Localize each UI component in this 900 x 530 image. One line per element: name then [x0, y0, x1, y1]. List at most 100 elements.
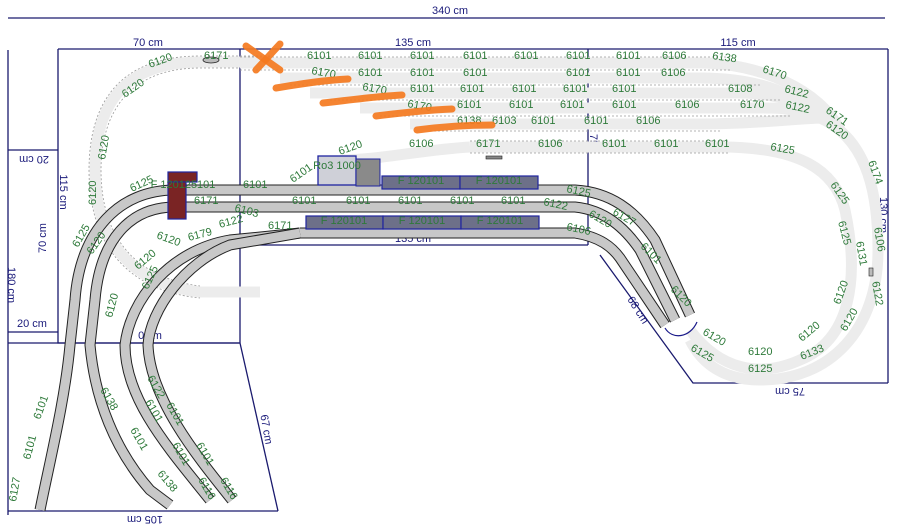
track-label: 6101 [292, 195, 316, 207]
track-label: 6101 [654, 138, 678, 150]
track-label: 6101 [560, 99, 584, 111]
track-label: 6101 [288, 162, 315, 186]
platform-label-4: F 120101 [399, 215, 445, 227]
track-label: 6122 [784, 99, 810, 116]
track-label: 6106 [871, 226, 887, 252]
track-label: 6108 [728, 83, 752, 95]
station-building [317, 155, 357, 186]
track-label: 6101 [358, 67, 382, 79]
strike-line-3 [372, 105, 456, 120]
track-label: 6101 [457, 99, 481, 111]
strike-line-4 [413, 121, 496, 134]
upper-row-1 [240, 57, 845, 133]
dim-left-115: 115 cm [57, 174, 69, 209]
track-label: 6106 [538, 138, 562, 150]
track-label: 6120 [96, 134, 112, 160]
track-label: 6101 [450, 195, 474, 207]
cross-stroke-2 [252, 40, 284, 74]
track-label: 6101 [612, 99, 636, 111]
track-label: 6101 [410, 67, 434, 79]
track-label: 6120 [155, 230, 182, 250]
track-label: 6171 [476, 138, 500, 150]
track-label: 6170 [740, 99, 764, 111]
track-label: 6101 [243, 179, 267, 191]
track-label: 6120 [748, 346, 772, 358]
strike-line-2 [319, 91, 406, 107]
upper-left-loop-edge-inner [100, 67, 270, 287]
dim-diagonal-67: 67 cm [257, 414, 274, 446]
track-label: 6101 [21, 434, 39, 461]
upper-right-outer-loop [685, 112, 884, 386]
track-label: 6101 [616, 67, 640, 79]
track-label: 6122 [869, 280, 885, 306]
track-label: 6171 [194, 195, 218, 207]
track-label: 6122 [783, 83, 810, 101]
track-label: 6101 [612, 83, 636, 95]
diagonal-edge [239, 342, 279, 512]
front-station-label: F 120125101 [151, 179, 216, 191]
dim-right-bottom-75: 75 cm [775, 385, 805, 397]
buffer-marker [485, 155, 503, 160]
track-label: 6101 [563, 83, 587, 95]
track-label: 6171 [268, 220, 292, 232]
frame-right-bottom [599, 254, 888, 384]
track-label: 6101 [127, 426, 150, 453]
track-label: 6101 [512, 83, 536, 95]
dim-left-upper-20: 20 cm [19, 153, 49, 165]
track-label: 6101 [566, 67, 590, 79]
track-label: 6171 [204, 50, 228, 62]
track-label: 6138 [712, 50, 738, 65]
tunnel-portal [664, 321, 698, 337]
dim-total-width: 340 cm [432, 5, 468, 17]
track-label: 6106 [661, 67, 685, 79]
track-label: 6101 [460, 83, 484, 95]
platform-label-5: F 120101 [477, 215, 523, 227]
uncoupler-marker [202, 56, 220, 64]
platform-label-2: F 120101 [476, 175, 522, 187]
lower-level-tracks [34, 184, 698, 512]
dim-section-right: 115 cm [720, 37, 755, 49]
signal-marker [868, 267, 874, 277]
track-label: 6106 [409, 138, 433, 150]
row-dashes [240, 56, 790, 154]
track-label: 6103 [492, 115, 516, 127]
upper-row-5 [410, 112, 826, 130]
dim-bottom-105: 105 cm [127, 513, 163, 525]
track-label: 6101 [346, 195, 370, 207]
upper-labels: 6120 6120 6120 6171 6120 6101 6101 6101 … [87, 50, 887, 375]
strike-line-1 [272, 75, 352, 92]
dim-left-70: 70 cm [37, 223, 49, 253]
track-label: 6101 [531, 115, 555, 127]
orange-markup [242, 40, 496, 134]
upper-left-loop-edge-outer [88, 55, 270, 299]
track-label: 6101 [32, 394, 52, 421]
track-label: 6101 [705, 138, 729, 150]
track-label: 6122 [144, 374, 167, 401]
red-building [167, 181, 187, 220]
dim-section-left: 70 cm [133, 37, 163, 49]
track-label: 6120 [103, 292, 121, 319]
track-label: 6101 [602, 138, 626, 150]
track-label: 6125 [769, 141, 795, 157]
track-label: 6101 [463, 50, 487, 62]
track-label: 6127 [7, 476, 23, 502]
station-building-label: Ro3 1000 [313, 160, 361, 172]
track-label: 6101 [410, 50, 434, 62]
track-label: 6106 [565, 221, 591, 238]
dim-left-lower-20: 20 cm [17, 318, 47, 330]
track-label: 6125 [748, 363, 772, 375]
track-label: 6101 [463, 67, 487, 79]
track-label: 6101 [566, 50, 590, 62]
platform-5 [460, 215, 540, 230]
track-label: 6101 [509, 99, 533, 111]
track-label: 6106 [675, 99, 699, 111]
dim-section-middle: 135 cm [395, 37, 431, 49]
track-label: 6120 [87, 181, 99, 205]
upper-row-6-loop [470, 141, 857, 375]
track-label: 6125 [565, 183, 591, 200]
track-label: 6122 [542, 196, 568, 213]
platform-label-1: F 120101 [398, 175, 444, 187]
dim-left-180: 180 cm [5, 267, 17, 303]
track-label: 6131 [853, 240, 869, 266]
